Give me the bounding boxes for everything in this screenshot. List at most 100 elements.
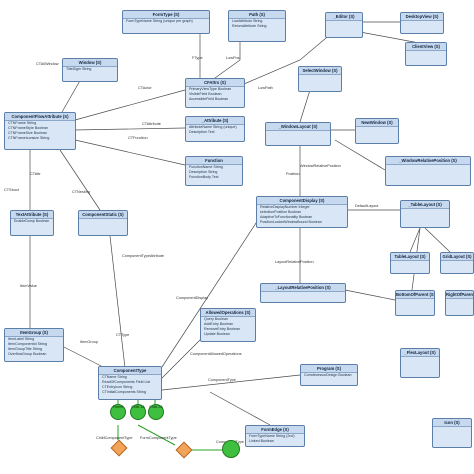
- component-flow-box[interactable]: ComponentFlowAttribute (S) CTNFrame Stri…: [4, 112, 76, 150]
- textattribute-box[interactable]: TextAttribute (S) EnableDump Boolean: [10, 210, 54, 236]
- event-target[interactable]: [222, 440, 240, 458]
- event-child1[interactable]: Child 1A: [130, 404, 146, 420]
- event-child2[interactable]: Child 2A: [148, 404, 164, 420]
- edge-cf-cfattrs: [74, 89, 186, 121]
- program-title: Program (S): [301, 365, 357, 373]
- componentdisplay-line-2: AdaptiveToFunctionality Boolean: [260, 215, 313, 219]
- function-box[interactable]: Function FunctionName String Description…: [185, 156, 243, 186]
- label-ct-struct: CTStruct: [4, 188, 19, 192]
- edge-table-grid: [424, 227, 451, 253]
- event-parent[interactable]: Parent: [110, 404, 126, 420]
- allowedoperations-line-3: Update Boolean: [204, 332, 230, 336]
- allowedoperations-box[interactable]: AllowedOperations (S) Query Boolean AddE…: [200, 308, 256, 342]
- itemgroup-box[interactable]: ItemGroup (S) ItemLabel String ItemCompo…: [4, 328, 64, 362]
- cfattrs-title: CFAttrs (S): [186, 79, 244, 87]
- event-child1-label: Child 1A: [131, 405, 145, 409]
- edge-wl-select: [299, 89, 311, 123]
- itemgroup-title: ItemGroup (S): [5, 329, 63, 337]
- attribute-box[interactable]: _Attribute (S) AttributeName String (uni…: [185, 116, 245, 142]
- edge-static-ct: [109, 235, 126, 369]
- formedge-box[interactable]: FormEdge (S) FormTypeName String (2nd) L…: [245, 425, 305, 447]
- componenttype-line-0: CTName String: [102, 375, 127, 379]
- component-flow-title: ComponentFlowAttribute (S): [5, 113, 75, 121]
- allowedoperations-title: AllowedOperations (S): [201, 309, 255, 317]
- textattribute-title: TextAttribute (S): [11, 211, 53, 219]
- label-lowpos: LowPos: [226, 56, 240, 60]
- clientview-box[interactable]: ClientView (S): [405, 42, 447, 66]
- component-flow-line-3: CTNFrameIconsize String: [8, 136, 50, 140]
- component-flow-line-2: CTNFrameSize Boolean: [8, 131, 47, 135]
- componenttype-box[interactable]: ComponentType CTName String ReadOfCompon…: [98, 366, 162, 400]
- desktopview-box[interactable]: DesktopView (S): [400, 12, 444, 34]
- label-ct-nesting: CTNesting: [72, 190, 90, 194]
- selectwindow-box[interactable]: SelectWindow (S): [298, 66, 342, 92]
- edge-cf-function: [74, 139, 186, 166]
- allowedoperations-line-0: Query Boolean: [204, 317, 228, 321]
- bottomofparent-title: BottomOfParent (S): [396, 291, 434, 299]
- attribute-line-1: Description Text: [189, 130, 215, 134]
- event-parent-label: Parent: [112, 405, 124, 409]
- function-line-2: FunctionBody Text: [189, 175, 219, 179]
- formtype-title: FormType (S): [123, 11, 209, 19]
- gridlayout-title: GridLayout (S): [441, 253, 473, 261]
- program-line-0: ComdecessorDesign Boolean: [304, 373, 352, 377]
- formedge-line-0: FormTypeName String (2nd): [249, 434, 295, 438]
- window-line-0: TitleDlgm String: [66, 67, 92, 71]
- label-ct-attr: CTAttr: [30, 172, 41, 176]
- label-ctattribute: CTAttribute: [142, 122, 161, 126]
- newwindow-box[interactable]: NewWindow (S): [355, 118, 399, 144]
- label-position: Position: [286, 172, 300, 176]
- cfattrs-line-1: VisibleField Boolean: [189, 92, 222, 96]
- flow-to-diamond2: [137, 424, 176, 446]
- label-cta: ComponentTypeAttribute: [122, 254, 165, 258]
- icon-box[interactable]: Icon (S): [432, 418, 472, 448]
- function-title: Function: [186, 157, 242, 165]
- componentdisplay-line-3: PositionLockedWindowBound Boolean: [260, 220, 322, 224]
- componentdisplay-box[interactable]: ComponentDisplay (S) RelativeDisplayNumb…: [256, 196, 348, 228]
- clientview-title: ClientView (S): [406, 43, 446, 51]
- label-ctactor: CTActor: [138, 86, 152, 90]
- edge-path-cfattrs: [214, 42, 241, 79]
- componenttype-title: ComponentType: [99, 367, 161, 375]
- flexlayout-box[interactable]: _FlexLayout (S): [400, 348, 440, 378]
- componentdisplay-line-1: selectionPosition Boolean: [260, 210, 302, 214]
- event-child2-label: Child 2A: [149, 405, 163, 409]
- edge-table-table2: [409, 227, 421, 253]
- label-component-display: ComponentDisplay: [176, 296, 209, 300]
- label-default-layout: DefaultLayout: [355, 204, 379, 208]
- component-flow-line-0: CTNFrame String: [8, 121, 37, 125]
- label-lrp: LayoutRelativePosition: [275, 260, 314, 264]
- componentdisplay-line-0: RelativeDisplayNumber Integer: [260, 205, 310, 209]
- windowrelative-title: _WindowRelativePosition (S): [386, 157, 470, 165]
- tablelayout-title: _TableLayout (S): [401, 201, 449, 209]
- label-ct-link: ComponentType: [208, 378, 236, 382]
- program-box[interactable]: Program (S) ComdecessorDesign Boolean: [300, 364, 358, 386]
- componentstatic-box[interactable]: ComponentStatic (S): [78, 210, 128, 236]
- component-flow-line-1: CTNFrameStyle Boolean: [8, 126, 48, 130]
- label-ct-type: CTType: [116, 333, 130, 337]
- tablelayout2-box[interactable]: TableLayout (S): [390, 252, 430, 274]
- edge-cf-static: [59, 149, 101, 211]
- window-title: Window (S): [63, 59, 117, 67]
- formtype-box[interactable]: FormType (S) FormTypeName String (unique…: [122, 10, 210, 34]
- layoutrelative-box[interactable]: _LayoutRelativePosition (S): [260, 283, 346, 303]
- editor-box[interactable]: _Editor (S): [325, 12, 363, 38]
- itemgroup-line-1: ItemComponentId String: [8, 342, 47, 346]
- bottomofparent-box[interactable]: BottomOfParent (S): [395, 290, 435, 316]
- windowlayout-box[interactable]: _WindowLayout (S): [265, 122, 331, 146]
- gridlayout-box[interactable]: GridLayout (S): [440, 252, 474, 274]
- path-box[interactable]: Path (S) LowAttributo String ReturnAttri…: [228, 10, 286, 42]
- flexlayout-title: _FlexLayout (S): [401, 349, 439, 357]
- label-ftype: FType: [192, 56, 203, 60]
- edge-ct-formedge: [209, 391, 271, 426]
- tablelayout-box[interactable]: _TableLayout (S): [400, 200, 450, 228]
- windowrelative-box[interactable]: _WindowRelativePosition (S): [385, 156, 471, 186]
- allowedoperations-line-2: RemoveEntry Boolean: [204, 327, 240, 331]
- cfattrs-box[interactable]: CFAttrs (S) PrimaryViewType Boolean Visi…: [185, 78, 245, 108]
- window-box[interactable]: Window (S) TitleDlgm String: [62, 58, 118, 82]
- rightofparent-box[interactable]: RightOfParent (S): [445, 290, 474, 316]
- selectwindow-title: SelectWindow (S): [299, 67, 341, 75]
- label-ctwindow: CTAllWindow: [36, 62, 59, 66]
- label-lowpath: LowPath: [258, 86, 273, 90]
